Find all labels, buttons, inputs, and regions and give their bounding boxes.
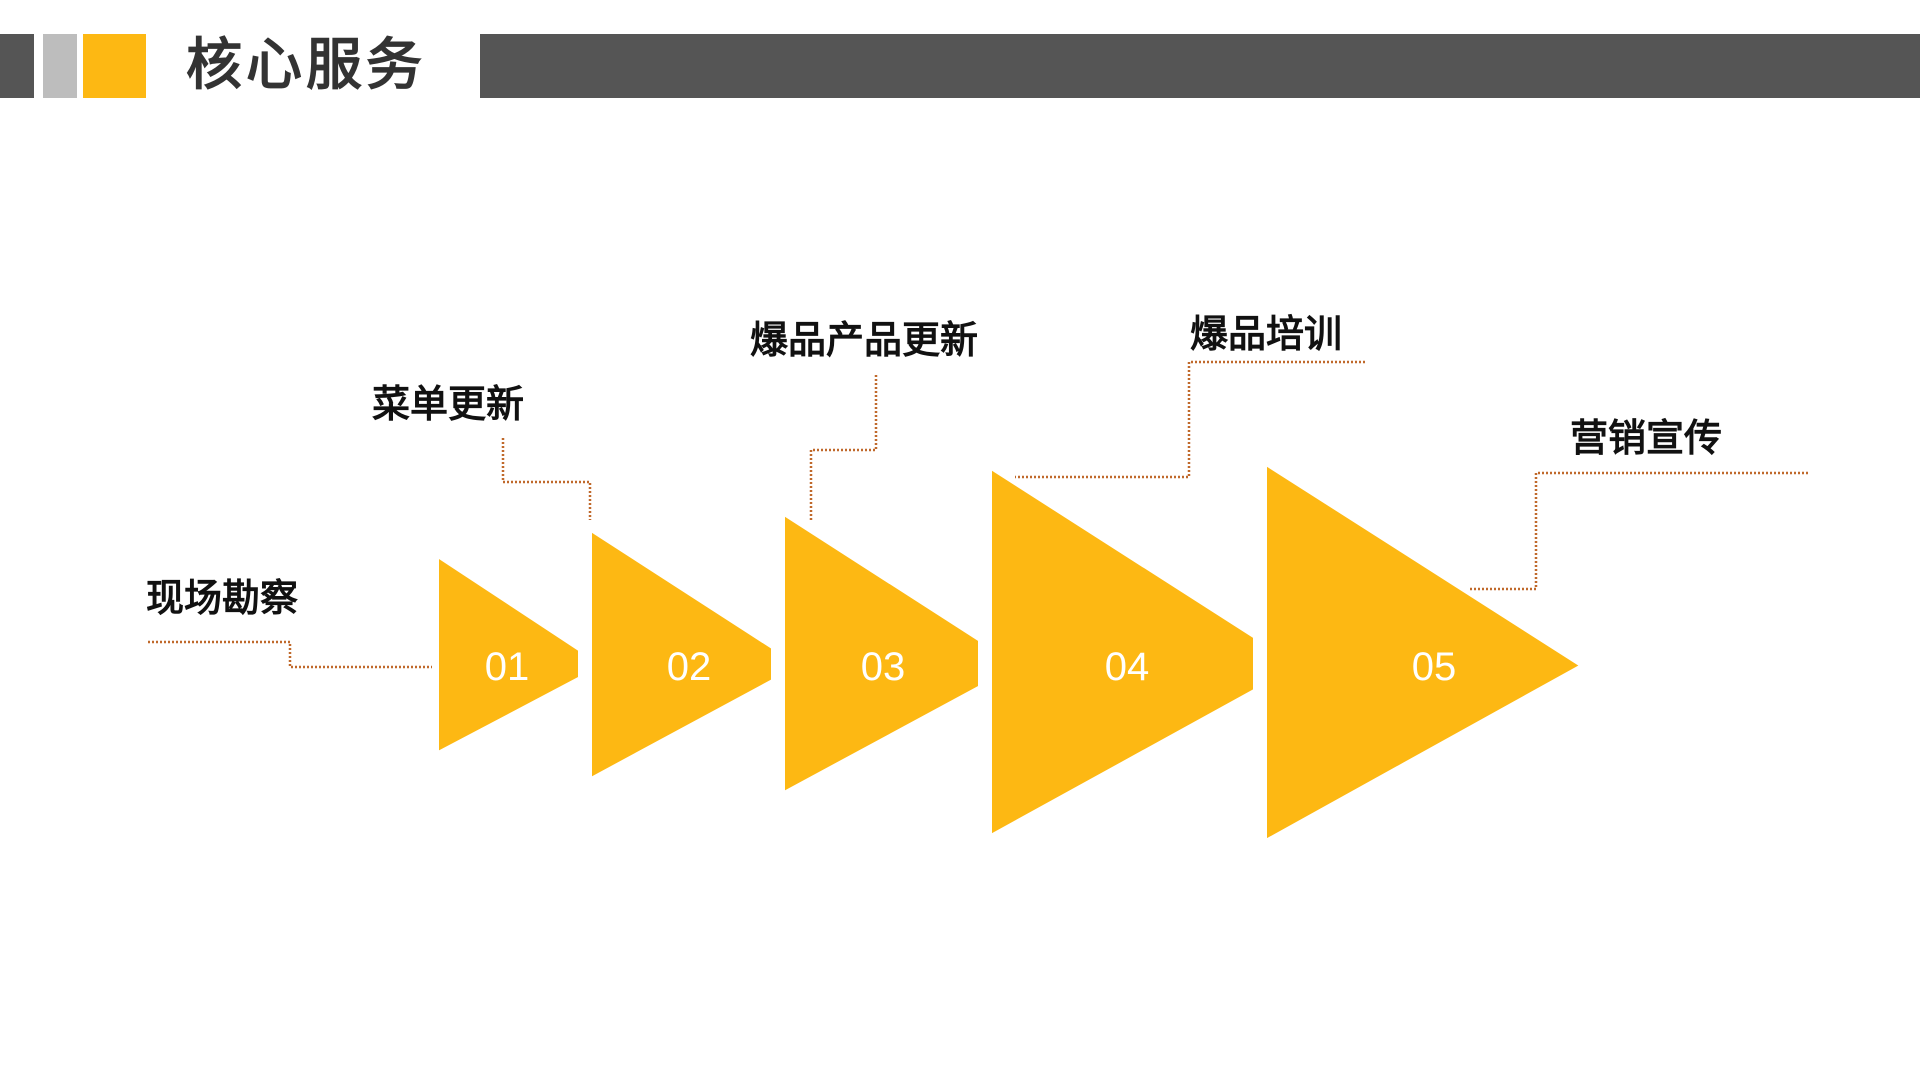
step-triangles bbox=[425, 441, 1606, 862]
header-accent-yellow bbox=[83, 34, 146, 98]
step-number-3: 03 bbox=[861, 645, 906, 689]
step-number-1: 01 bbox=[485, 645, 530, 689]
header-accent-grey bbox=[43, 34, 77, 98]
step-connector-1 bbox=[148, 640, 432, 669]
step-label-3: 爆品产品更新 bbox=[750, 318, 979, 362]
step-number-2: 02 bbox=[667, 645, 712, 689]
header-accent-dark bbox=[0, 34, 34, 98]
step-connector-4 bbox=[1015, 360, 1365, 479]
step-triangle-1 bbox=[425, 533, 628, 774]
page-title: 核心服务 bbox=[186, 33, 426, 98]
step-label-5: 营销宣传 bbox=[1570, 416, 1723, 460]
step-label-2: 菜单更新 bbox=[372, 382, 525, 426]
step-number-5: 05 bbox=[1412, 645, 1457, 689]
step-triangle-5 bbox=[1253, 441, 1606, 862]
step-triangle-4 bbox=[978, 445, 1324, 857]
step-label-4: 爆品培训 bbox=[1190, 312, 1343, 356]
step-number-4: 04 bbox=[1105, 645, 1150, 689]
step-label-1: 现场勘察 bbox=[146, 576, 299, 620]
step-connector-2 bbox=[501, 438, 592, 520]
step-triangle-2 bbox=[578, 507, 825, 800]
step-triangle-3 bbox=[771, 491, 1044, 814]
step-connectors bbox=[148, 360, 1808, 669]
header-rule bbox=[480, 34, 1920, 98]
step-connector-5 bbox=[1470, 471, 1808, 591]
step-numbers: 01 02 03 04 05 bbox=[485, 645, 1457, 689]
step-connector-3 bbox=[809, 375, 878, 520]
